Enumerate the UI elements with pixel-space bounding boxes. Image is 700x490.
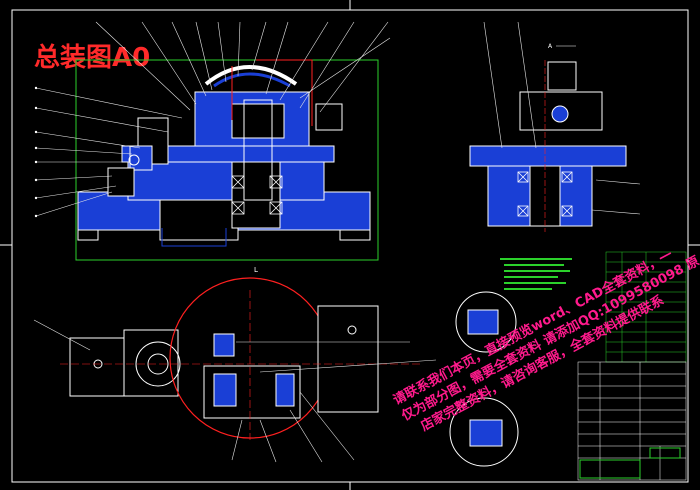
top-clamp-jaw-right	[275, 373, 295, 407]
watermark-line-2: 仅为部分图，需要全套资料 请添加QQ:1099580098 原	[398, 253, 700, 425]
side-shaft-hole	[551, 105, 569, 123]
base-slot	[159, 199, 239, 241]
title-block	[577, 361, 687, 481]
top-right-block	[317, 305, 379, 413]
clamp-arc-inner	[213, 72, 291, 88]
side-cylinder	[315, 103, 343, 131]
workpiece-outline	[256, 59, 313, 126]
shaft-core	[243, 99, 273, 201]
base-foot-left	[77, 229, 99, 241]
top-leaders	[33, 319, 437, 463]
top-left-bracket	[69, 337, 131, 397]
side-leaders	[483, 21, 641, 215]
section-mark-a: L	[254, 266, 258, 274]
base-foot-right	[339, 229, 371, 241]
side-bearing-marks	[517, 171, 573, 217]
pedestal	[127, 159, 325, 201]
detail-views	[449, 291, 519, 467]
leader-lines	[35, 21, 391, 217]
detail-lower-part	[469, 419, 503, 447]
screw-knob	[128, 154, 140, 166]
technical-notes	[500, 258, 572, 290]
detail-circle-upper	[455, 291, 517, 353]
top-clamp-jaw	[213, 373, 237, 407]
top-flange	[135, 341, 181, 387]
left-screw-body	[129, 145, 153, 171]
side-view: A	[469, 21, 641, 232]
top-view	[33, 277, 437, 463]
top-right-bolt	[347, 325, 357, 335]
detail-circle-lower	[449, 397, 519, 467]
view-label: A	[548, 43, 553, 50]
front-view-envelope	[75, 59, 379, 261]
bearing-marks	[231, 175, 283, 215]
clamp-arc	[204, 65, 298, 86]
drawing-title: 总装图A0	[34, 43, 150, 73]
bearing-inner	[231, 103, 285, 139]
left-bracket	[107, 167, 135, 197]
side-plate	[469, 145, 627, 167]
title-block-green-cell	[649, 447, 681, 459]
title-block-green-cell-2	[579, 459, 641, 479]
side-top-block	[547, 61, 577, 91]
top-cylinder	[213, 333, 235, 357]
leader-balloons	[34, 86, 38, 218]
pedestal-core	[231, 161, 281, 229]
front-section-view: L	[34, 21, 391, 274]
detail-upper-part	[467, 309, 499, 335]
bottom-dim-line	[161, 228, 227, 247]
